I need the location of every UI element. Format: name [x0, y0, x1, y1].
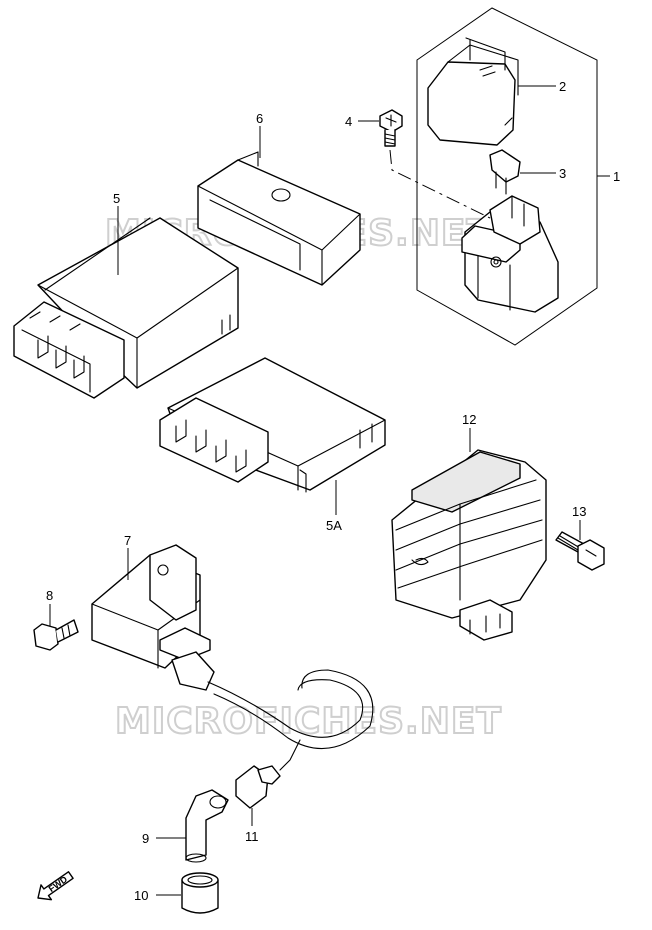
callout-10: 10: [134, 888, 148, 903]
ecm-unit-large: [13, 217, 239, 399]
callout-8: 8: [46, 588, 53, 603]
callout-4: 4: [345, 114, 352, 129]
starter-relay: [461, 195, 559, 313]
callout-5a: 5A: [326, 518, 342, 533]
forward-arrow-icon: FWD: [37, 871, 74, 901]
plug-connector: [235, 765, 281, 809]
screw-to-relay-centerline: [389, 149, 491, 219]
callout-6: 6: [256, 111, 263, 126]
callout-7: 7: [124, 533, 131, 548]
starter-relay-assembly-outline: [416, 7, 598, 346]
plug-cover: [181, 872, 219, 914]
callout-3: 3: [559, 166, 566, 181]
screw: [379, 109, 403, 147]
callout-13: 13: [572, 504, 586, 519]
callout-9: 9: [142, 831, 149, 846]
callout-5: 5: [113, 191, 120, 206]
high-tension-lead: [207, 669, 374, 771]
bolt-coil: [33, 619, 79, 651]
bolt-regulator: [555, 531, 605, 571]
regulator-rectifier: [391, 449, 547, 641]
callout-1: 1: [613, 169, 620, 184]
fuse: [489, 149, 521, 195]
ignition-coil: [91, 544, 215, 691]
ecm-unit-small: [159, 357, 386, 493]
ecu-cover: [197, 151, 361, 286]
spark-plug-cap: [185, 789, 229, 863]
callout-12: 12: [462, 412, 476, 427]
relay-cap: [427, 37, 519, 146]
callout-11: 11: [245, 829, 259, 844]
callout-2: 2: [559, 79, 566, 94]
